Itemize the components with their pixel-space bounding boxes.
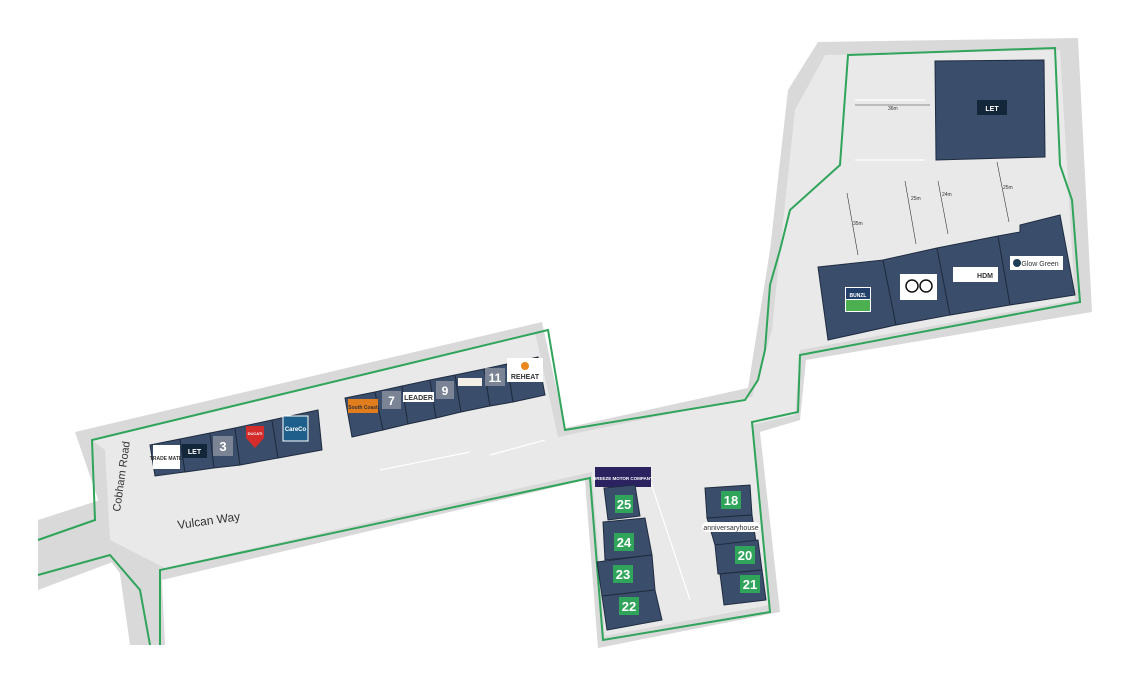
dimension-label: 35m	[853, 221, 863, 227]
glow-green-icon	[1013, 259, 1021, 267]
hdm-logo	[953, 267, 998, 282]
let-label: LET	[985, 106, 999, 113]
unit-number-badge	[213, 436, 233, 456]
unit-number-badge	[615, 495, 633, 513]
unit-number-badge	[735, 546, 755, 564]
trade-mate-logo	[153, 445, 180, 469]
leader-label: LEADER	[404, 395, 433, 402]
south-court: BREEZE MOTOR COMPANY 25 24 23 22 18 20 2…	[593, 467, 767, 631]
unit-number: 18	[724, 493, 738, 508]
eye-icon	[905, 279, 919, 293]
unit-number-badge	[436, 381, 454, 399]
breeze-motor-banner	[595, 467, 651, 487]
parking-bays	[379, 99, 925, 601]
unit-number: 9	[442, 384, 449, 398]
bunzl-logo-top	[846, 288, 870, 299]
dimension-line	[937, 180, 949, 235]
unit-number-badge	[721, 491, 741, 509]
unit-number: 23	[616, 567, 630, 582]
south-coast-label: South Coast	[348, 405, 378, 411]
unit-number: 21	[743, 577, 757, 592]
dimension-line	[904, 180, 917, 245]
dimension-line	[846, 192, 859, 256]
unit-number: 20	[738, 548, 752, 563]
unit-number: 25	[617, 497, 631, 512]
unit-10-logo	[458, 378, 482, 386]
dimension-label: 36m	[888, 106, 898, 112]
unit-number: 24	[617, 535, 632, 550]
bunzl-logo-bottom	[846, 300, 870, 311]
site-ground	[92, 50, 1075, 636]
reheat-flame-icon	[521, 362, 529, 370]
eye-icon	[919, 279, 933, 293]
ducati-label: DUCATI	[248, 431, 263, 436]
unit-number: 11	[489, 371, 502, 385]
north-east-site: LET BUNZL HDM Glow Green 36m 35m 25m 24m…	[817, 59, 1076, 341]
anniversary-house-label: anniversaryhouse	[703, 525, 758, 532]
unit-number-badge	[382, 391, 401, 409]
bunzl-label: BUNZL	[850, 293, 867, 299]
unit-number-badge	[613, 565, 633, 583]
site-boundary	[37, 46, 1082, 645]
trade-mate-label: TRADE MATE	[150, 456, 183, 462]
unit-number: 22	[622, 599, 636, 614]
dimension-line	[996, 161, 1010, 223]
dimension-label: 25m	[1003, 185, 1013, 191]
reheat-label: REHEAT	[511, 374, 540, 381]
unit-number: 3	[219, 439, 226, 454]
careco-label: CareCo	[285, 427, 307, 433]
dimension-label: 25m	[911, 196, 921, 202]
glow-green-logo	[1010, 256, 1063, 270]
let-label: LET	[188, 449, 202, 456]
let-badge	[182, 444, 207, 458]
south-coast-logo	[348, 399, 378, 413]
let-badge	[977, 100, 1007, 115]
ducati-shield-icon	[246, 426, 264, 448]
dimension-label: 24m	[942, 192, 952, 198]
careco-logo	[282, 415, 309, 442]
west-terrace: TRADE MATE LET 3 DUCATI CareCo	[149, 409, 323, 477]
hdm-label: HDM	[977, 273, 993, 280]
middle-terrace: South Coast 7 LEADER 9 11 REHEAT	[344, 356, 546, 438]
leader-logo	[403, 392, 434, 402]
breeze-motor-label: BREEZE MOTOR COMPANY	[593, 476, 653, 481]
anniversary-house-logo	[702, 522, 760, 532]
unit-number-badge	[740, 575, 760, 593]
glow-green-label: Glow Green	[1021, 261, 1058, 268]
unit-number: 7	[388, 394, 395, 408]
unit-number-badge	[485, 368, 505, 386]
site-boundary-lower	[37, 553, 151, 646]
unit-number-badge	[619, 597, 639, 615]
unit-number-badge	[614, 533, 634, 551]
